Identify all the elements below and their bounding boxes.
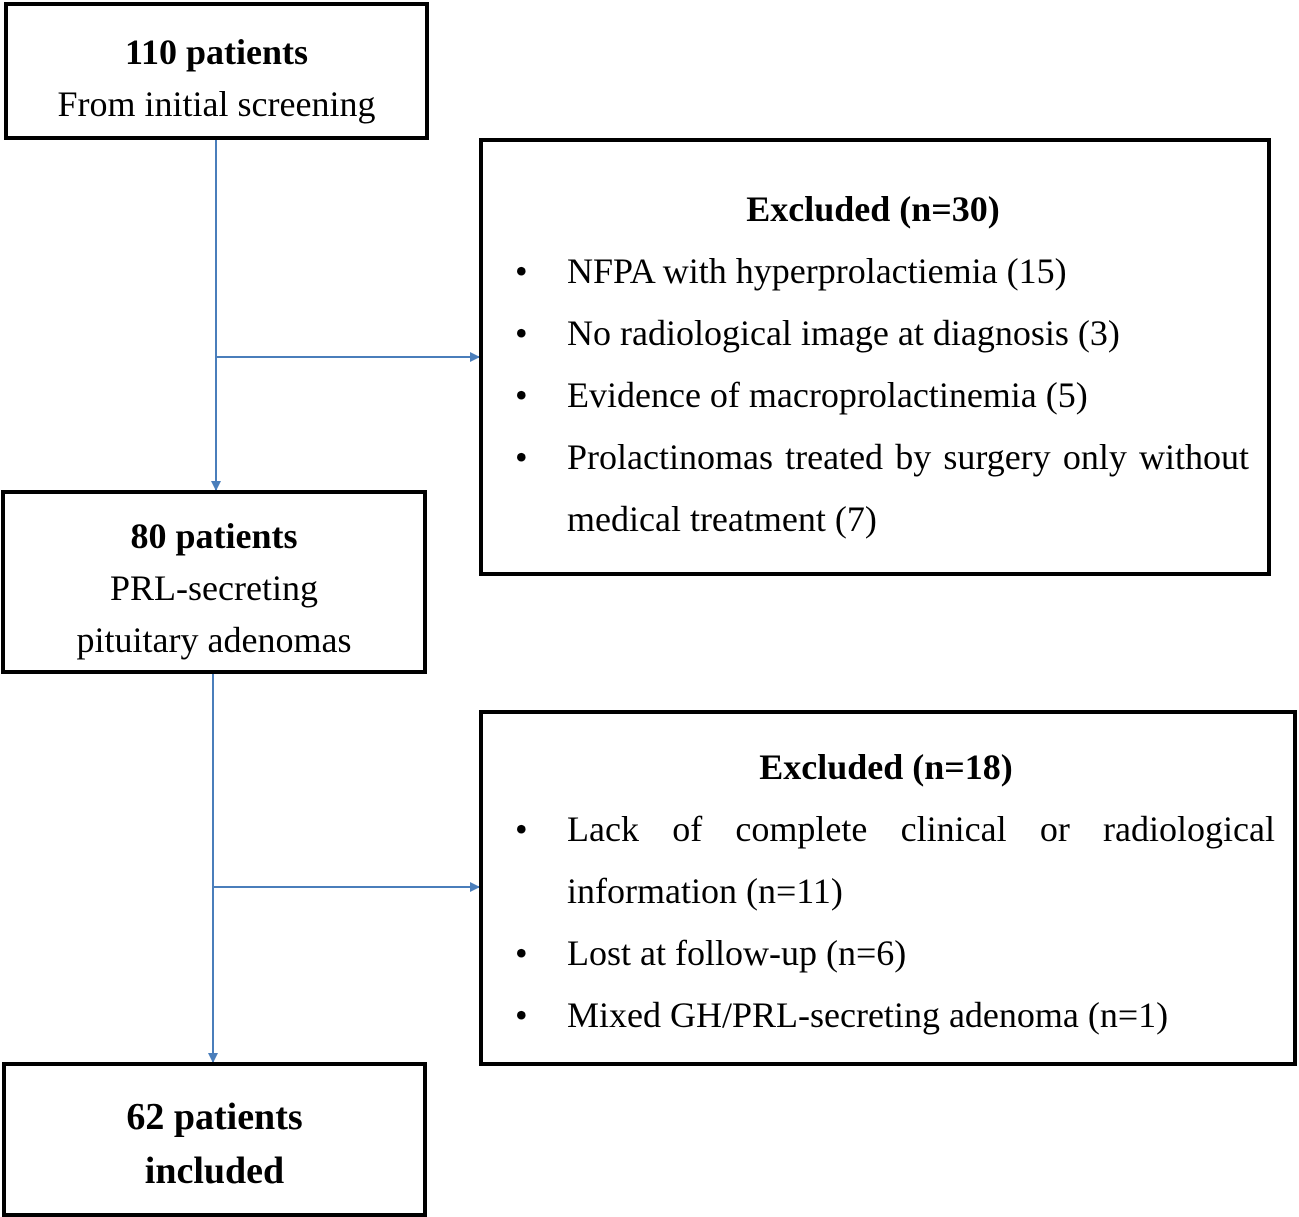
bullet-icon: • bbox=[515, 809, 528, 849]
exclusion-1-item-text: Evidence of macroprolactinemia (5) bbox=[567, 375, 1088, 415]
final-included-box: 62 patients included bbox=[2, 1062, 427, 1217]
exclusion-2-item: • Lack of complete clinical or radiologi… bbox=[497, 798, 1275, 922]
exclusion-1-title: Excluded (n=30) bbox=[746, 189, 1000, 229]
exclusion-2-item-text: Lost at follow-up (n=6) bbox=[567, 933, 907, 973]
bullet-icon: • bbox=[515, 933, 528, 973]
middle-label-line1: PRL-secreting bbox=[110, 568, 318, 608]
exclusion-1-item: • No radiological image at diagnosis (3) bbox=[497, 302, 1249, 364]
bullet-icon: • bbox=[515, 995, 528, 1035]
exclusion-2-list: • Lack of complete clinical or radiologi… bbox=[497, 798, 1275, 1046]
exclusion-1-item: • Evidence of macroprolactinemia (5) bbox=[497, 364, 1249, 426]
exclusion-2-item-text: Lack of complete clinical or radiologica… bbox=[567, 809, 1275, 911]
bullet-icon: • bbox=[515, 251, 528, 291]
exclusion-box-1: Excluded (n=30) • NFPA with hyperprolact… bbox=[479, 138, 1271, 576]
initial-screening-box: 110 patients From initial screening bbox=[4, 2, 429, 140]
bullet-icon: • bbox=[515, 375, 528, 415]
exclusion-1-item-text: Prolactinomas treated by surgery only wi… bbox=[567, 437, 1249, 539]
exclusion-2-item: • Lost at follow-up (n=6) bbox=[497, 922, 1275, 984]
middle-label-line2: pituitary adenomas bbox=[76, 620, 352, 660]
exclusion-1-list: • NFPA with hyperprolactiemia (15) • No … bbox=[497, 240, 1249, 550]
exclusion-2-item: • Mixed GH/PRL-secreting adenoma (n=1) bbox=[497, 984, 1275, 1046]
prl-adenomas-box: 80 patients PRL-secreting pituitary aden… bbox=[1, 490, 427, 674]
initial-label: From initial screening bbox=[57, 84, 376, 124]
exclusion-2-title: Excluded (n=18) bbox=[759, 747, 1013, 787]
final-line2: included bbox=[144, 1150, 285, 1192]
exclusion-2-item-text: Mixed GH/PRL-secreting adenoma (n=1) bbox=[567, 995, 1169, 1035]
final-line1: 62 patients bbox=[126, 1096, 303, 1138]
exclusion-box-2: Excluded (n=18) • Lack of complete clini… bbox=[479, 710, 1297, 1066]
exclusion-1-item-text: No radiological image at diagnosis (3) bbox=[567, 313, 1120, 353]
exclusion-1-item: • NFPA with hyperprolactiemia (15) bbox=[497, 240, 1249, 302]
exclusion-1-item-text: NFPA with hyperprolactiemia (15) bbox=[567, 251, 1067, 291]
initial-count: 110 patients bbox=[124, 32, 309, 72]
bullet-icon: • bbox=[515, 313, 528, 353]
bullet-icon: • bbox=[515, 437, 528, 477]
exclusion-1-item: • Prolactinomas treated by surgery only … bbox=[497, 426, 1249, 550]
middle-count: 80 patients bbox=[130, 516, 298, 556]
